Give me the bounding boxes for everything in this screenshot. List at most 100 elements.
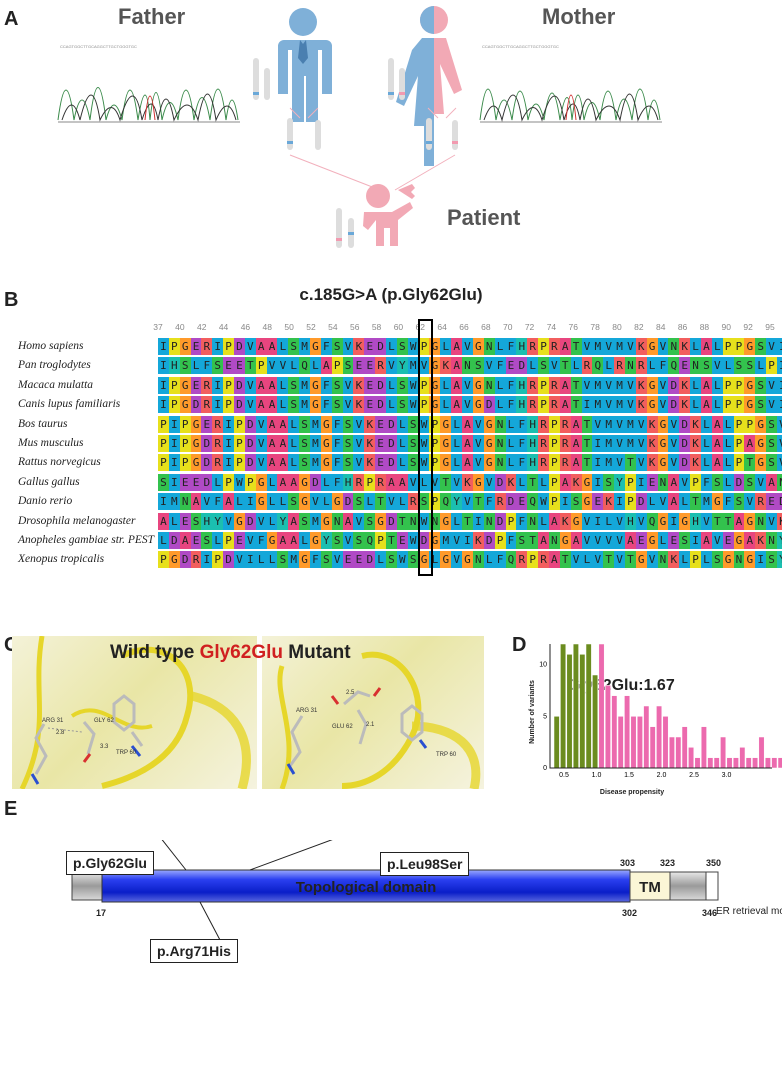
residue-cell: V (755, 473, 767, 491)
residue-cell: V (614, 551, 625, 569)
residue-cell: N (776, 473, 782, 491)
residue-cell: Q (592, 357, 604, 375)
residue-cell: L (440, 338, 452, 355)
ruler-tick: 52 (306, 322, 316, 332)
x-axis-label: Disease propensity (600, 789, 664, 796)
position-62-highlight (418, 319, 433, 576)
residue-cell: E (353, 357, 365, 375)
residue-cell: S (603, 473, 615, 491)
residue-cell: R (559, 415, 571, 433)
histogram-bar (726, 757, 733, 769)
residue-cell: P (244, 473, 256, 491)
residue-cell: F (494, 357, 506, 375)
residue-cell: D (244, 454, 256, 472)
residue-cell: G (646, 396, 658, 414)
residue-cell: G (266, 532, 278, 549)
residue-cell: G (234, 512, 245, 530)
residue-cell: A (462, 454, 473, 472)
residue-cell: F (700, 473, 712, 491)
residue-cell: L (277, 338, 289, 355)
residue-cell: A (711, 454, 723, 472)
residue-cell: A (266, 454, 278, 472)
residue-cell: L (646, 357, 658, 375)
residue-cell: M (310, 454, 321, 472)
residue-cell: L (396, 435, 408, 452)
residue-cell: L (690, 338, 701, 355)
residue-cell: G (646, 338, 658, 355)
residue-cell: D (223, 551, 235, 569)
residue-cell: G (581, 473, 593, 491)
residue-cell: L (538, 473, 549, 491)
residue-cell: S (212, 357, 224, 375)
residue-cell: E (592, 493, 604, 511)
residue-cell: E (364, 396, 376, 414)
residue-cell: P (234, 435, 245, 452)
residue-cell: D (375, 396, 387, 414)
residue-cell: L (722, 435, 734, 452)
residue-cell: G (429, 338, 441, 355)
residue-cell: G (299, 473, 311, 491)
residue-cell: S (386, 551, 397, 569)
residue-cell: K (690, 454, 701, 472)
residue-cell: G (711, 493, 723, 511)
residue-cell: A (548, 551, 560, 569)
residue-cell: S (516, 532, 528, 549)
residue-cell: Q (527, 493, 539, 511)
residue-cell: V (244, 396, 256, 414)
ruler-tick: 76 (568, 322, 579, 332)
residue-cell: R (635, 357, 647, 375)
residue-cell: A (744, 435, 756, 452)
residue-cell: G (179, 396, 191, 414)
residue-cell: R (494, 493, 506, 511)
residue-cell: T (396, 512, 408, 530)
ruler-tick: 95 (765, 322, 775, 332)
residue-cell: S (158, 473, 169, 491)
residue-cell: F (516, 415, 528, 433)
residue-cell: G (679, 512, 691, 530)
residue-cell: V (624, 338, 636, 355)
residue-cell: E (179, 473, 191, 491)
residue-cell: G (657, 454, 669, 472)
residue-cell: N (527, 512, 539, 530)
residue-cell: T (386, 532, 397, 549)
residue-cell: K (570, 473, 582, 491)
residue-cell: I (168, 435, 180, 452)
residue-cell: H (690, 512, 701, 530)
residue-cell: L (212, 532, 224, 549)
residue-cell: S (288, 493, 300, 511)
residue-cell: D (234, 376, 245, 394)
residue-cell: D (244, 415, 256, 433)
residue-cell: V (353, 435, 365, 452)
residue-cell: N (494, 415, 506, 433)
residue-cell: A (744, 532, 756, 549)
residue-cell: P (690, 473, 701, 491)
domain-diagram: Topological domain TM ER retrieval motif… (70, 840, 782, 941)
svg-text:CCAGTGGCTTGCAGGCTTGCTGGGTGC: CCAGTGGCTTGCAGGCTTGCTGGGTGC (482, 44, 559, 49)
residue-cell: N (483, 376, 495, 394)
residue-cell: I (244, 493, 256, 511)
leu98ser-label: p.Leu98Ser (380, 852, 470, 876)
svg-text:CCAGTGGCTTGCAGGCTTGCTGGGTGC: CCAGTGGCTTGCAGGCTTGCTGGGTGC (60, 44, 137, 49)
residue-cell: A (266, 396, 278, 414)
residue-cell: P (179, 415, 191, 433)
residue-cell: A (733, 512, 745, 530)
residue-cell: V (386, 493, 397, 511)
residue-cell: T (624, 551, 636, 569)
residue-cell: L (722, 473, 734, 491)
residue-cell: L (603, 357, 615, 375)
residue-cell: A (570, 435, 582, 452)
residue-cell: V (635, 415, 647, 433)
residue-cell: S (396, 338, 408, 355)
residue-cell: L (646, 493, 658, 511)
residue-cell: G (722, 551, 734, 569)
residue-cell: A (538, 532, 549, 549)
residue-cell: E (364, 338, 376, 355)
species-label: Mus musculus (18, 437, 84, 449)
residue-cell: E (635, 532, 647, 549)
residue-cell: V (603, 376, 615, 394)
residue-cell: L (168, 512, 180, 530)
residue-cell: V (353, 512, 365, 530)
residue-cell: P (375, 532, 387, 549)
residue-cell: T (744, 454, 756, 472)
